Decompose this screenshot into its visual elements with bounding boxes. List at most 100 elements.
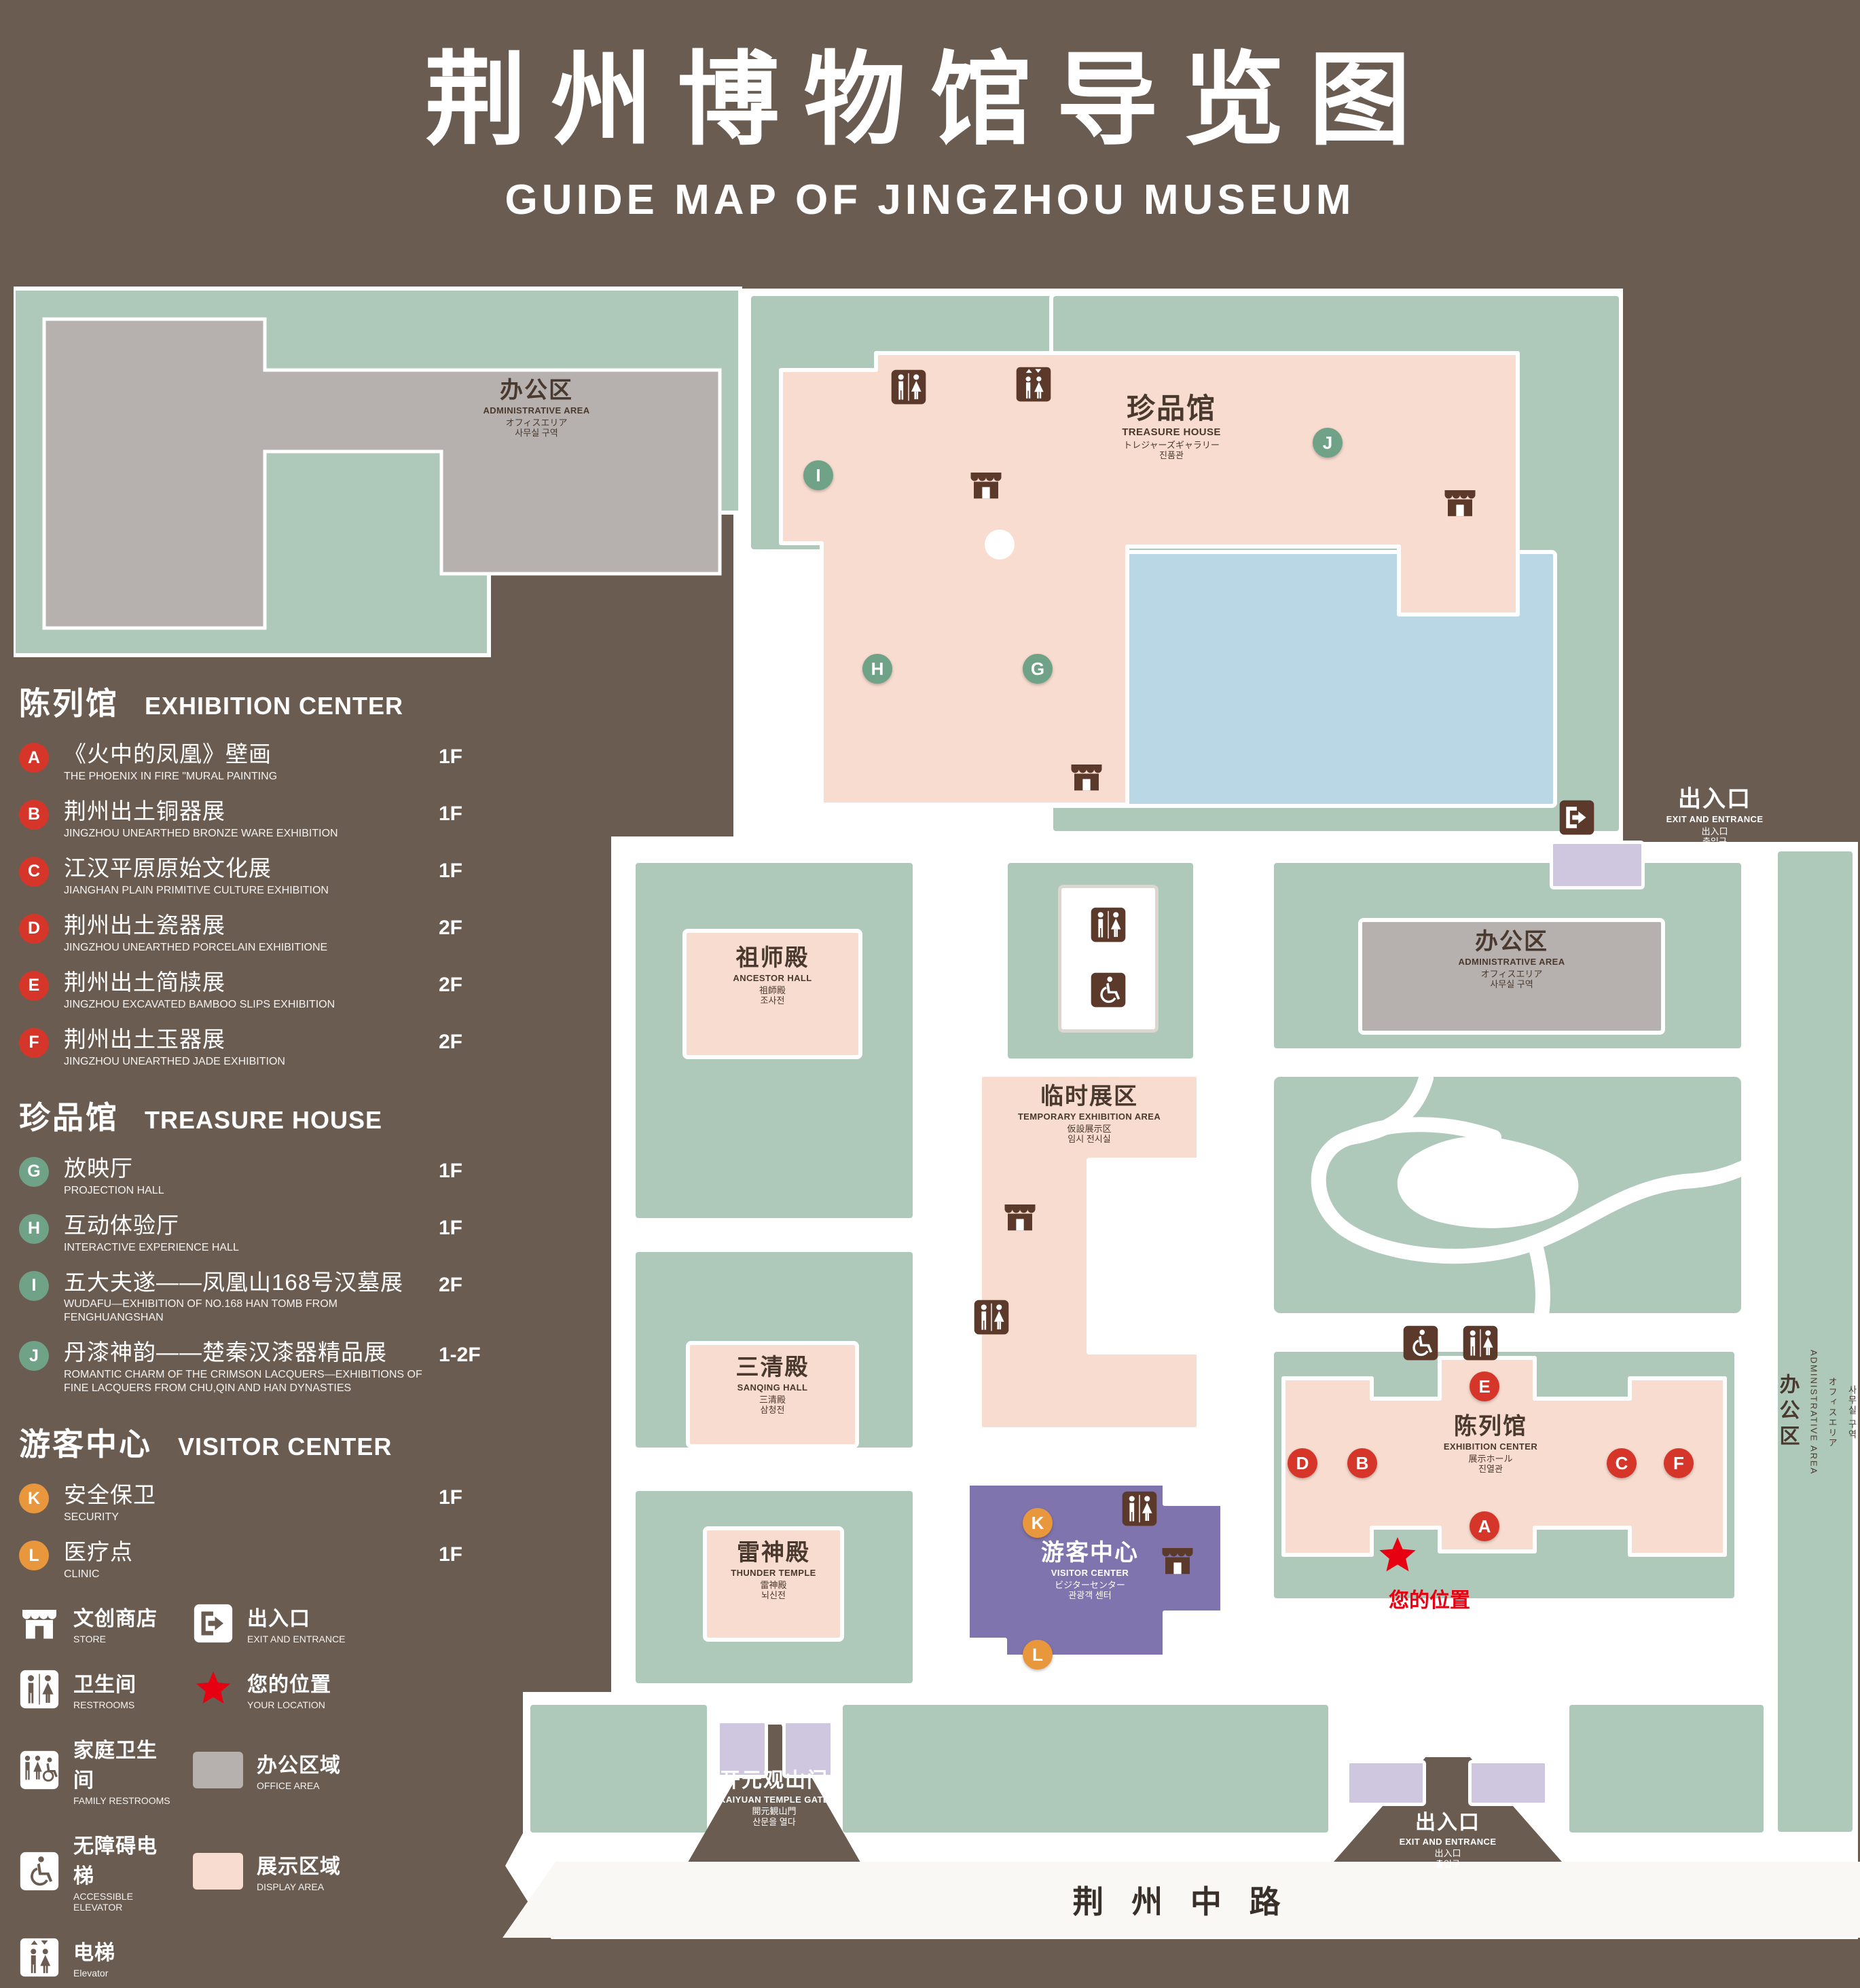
- accessible-elevator-icon: [1402, 1325, 1439, 1361]
- legend-item-letter-badge: A: [19, 743, 49, 773]
- label-kr: 사무실 구역: [1846, 1384, 1857, 1440]
- label-zh: 办公区: [1776, 1374, 1799, 1451]
- store-icon: [968, 466, 1004, 503]
- label-zh: 祖师殿: [735, 945, 809, 971]
- label-zh: 游客中心: [1041, 1540, 1139, 1566]
- exit-icon: [1558, 799, 1595, 836]
- restroom-icon: [1121, 1490, 1158, 1527]
- display-area-swatch: [193, 1852, 243, 1890]
- label-jp: 仮設展示区: [1067, 1123, 1112, 1134]
- map-marker-C: C: [1607, 1448, 1637, 1478]
- label-en: TEMPORARY EXHIBITION AREA: [1017, 1111, 1161, 1122]
- map-marker-I: I: [803, 460, 833, 490]
- map-marker-J: J: [1313, 428, 1343, 458]
- east-entrance-building: [1550, 841, 1645, 889]
- restroom-icon: [973, 1299, 1010, 1336]
- elevator-icon: [19, 1937, 60, 1978]
- gate-pillar-east: [782, 1720, 834, 1778]
- legend-item-floor: 2F: [439, 916, 463, 939]
- label-kr: 조사전: [760, 995, 785, 1006]
- label-en: ADMINISTRATIVE AREA: [1808, 1349, 1819, 1475]
- store-icon: [1159, 1542, 1196, 1579]
- label-zh: 雷神殿: [737, 1540, 810, 1566]
- page-title: 荆州博物馆导览图: [424, 43, 1436, 157]
- label-kr: 사무실 구역: [515, 428, 558, 439]
- exit-icon: [193, 1603, 234, 1644]
- ancestor-hall-building: [682, 929, 862, 1059]
- label-jp: 出入口: [1701, 826, 1728, 836]
- gate-pillar-west: [716, 1720, 768, 1778]
- page-subtitle: GUIDE MAP OF JINGZHOU MUSEUM: [505, 177, 1355, 223]
- legend-item-letter-badge: H: [19, 1213, 49, 1244]
- map-marker-H: H: [862, 654, 892, 684]
- label-jp: オフィスエリア: [505, 417, 568, 428]
- label-zh: 办公区: [500, 378, 573, 403]
- legend-item-floor: 1F: [439, 859, 463, 882]
- legend-item-letter-badge: K: [19, 1484, 49, 1514]
- road-jingzhou-middle: 荆 州 中 路: [503, 1862, 1860, 1938]
- label-en: VISITOR CENTER: [1051, 1568, 1129, 1579]
- label-zh: 开元观山门: [720, 1769, 828, 1792]
- label-kr: 출입구: [1436, 1858, 1460, 1869]
- south-lawn-west: [526, 1701, 711, 1837]
- legend-item-floor: 1F: [439, 1486, 463, 1509]
- legend-item-floor: 1F: [439, 746, 463, 768]
- map-marker-B: B: [1347, 1448, 1377, 1478]
- label-jp: 祖師殿: [759, 984, 786, 995]
- store-icon: [1068, 758, 1105, 795]
- label-jp: オフィスエリア: [1827, 1376, 1838, 1448]
- legend-item-letter-badge: L: [19, 1541, 49, 1571]
- legend-item-letter-badge: E: [19, 970, 49, 1001]
- restroom-icon: [1090, 906, 1127, 943]
- label-zh: 出入口: [1678, 786, 1751, 812]
- label-en: ADMINISTRATIVE AREA: [1458, 957, 1565, 968]
- temporary-courtyard: [1087, 1158, 1201, 1355]
- label-zh: 陈列馆: [1454, 1414, 1527, 1439]
- label-kr: 사무실 구역: [1490, 979, 1533, 990]
- elevator-icon: [1015, 366, 1052, 403]
- your-location-star-icon: [1376, 1534, 1419, 1578]
- garden-area: [1270, 1073, 1745, 1317]
- label-zh: 办公区: [1475, 929, 1548, 955]
- store-icon: [1002, 1198, 1038, 1235]
- label-jp: オフィスエリア: [1480, 968, 1543, 979]
- restroom-icon: [890, 369, 927, 405]
- label-jp: 出入口: [1434, 1848, 1461, 1859]
- map-marker-L: L: [1023, 1640, 1053, 1670]
- location-star-icon: [193, 1669, 234, 1710]
